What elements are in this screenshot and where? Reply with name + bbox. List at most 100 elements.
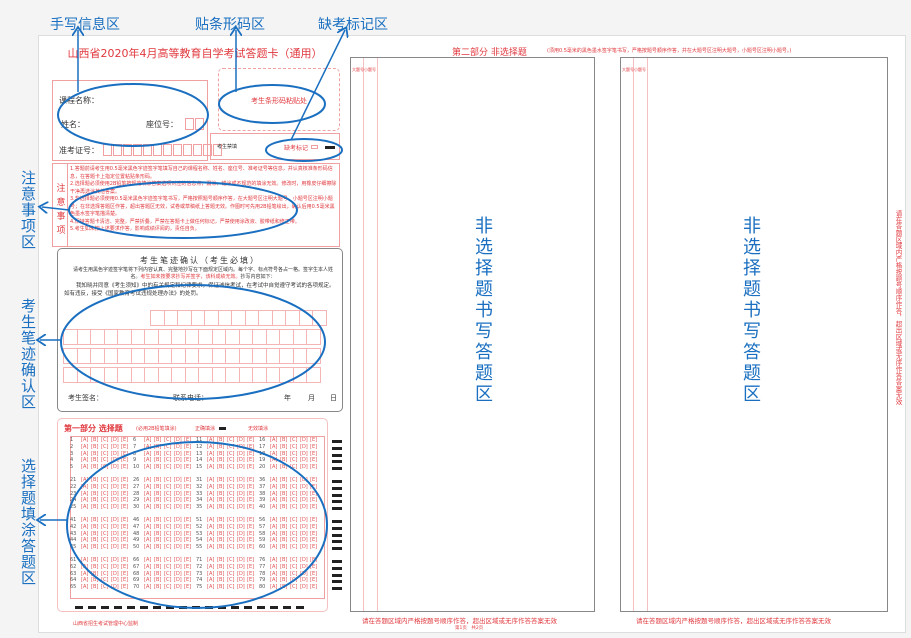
option-bubble[interactable]: [C]	[227, 483, 235, 490]
option-bubble[interactable]: [B]	[217, 563, 225, 570]
option-bubble[interactable]: [E]	[310, 556, 318, 563]
option-bubble[interactable]: [A]	[207, 483, 215, 490]
option-bubble[interactable]: [E]	[310, 497, 318, 504]
option-bubble[interactable]: [D]	[174, 457, 182, 464]
option-bubble[interactable]: [A]	[270, 584, 278, 591]
option-bubble[interactable]: [A]	[270, 577, 278, 584]
option-bubble[interactable]: [D]	[111, 523, 119, 530]
option-bubble[interactable]: [E]	[247, 464, 255, 471]
option-bubble[interactable]: [B]	[217, 497, 225, 504]
option-bubble[interactable]: [D]	[300, 584, 308, 591]
option-bubble[interactable]: [D]	[174, 497, 182, 504]
option-bubble[interactable]: [E]	[184, 483, 192, 490]
option-bubble[interactable]: [D]	[300, 437, 308, 443]
option-bubble[interactable]: [A]	[270, 556, 278, 563]
option-bubble[interactable]: [C]	[101, 530, 109, 537]
option-bubble[interactable]: [C]	[227, 464, 235, 471]
option-bubble[interactable]: [E]	[121, 504, 129, 511]
exam-id-cell[interactable]	[133, 144, 142, 156]
option-bubble[interactable]: [C]	[164, 476, 172, 483]
option-bubble[interactable]: [C]	[227, 443, 235, 450]
option-bubble[interactable]: [D]	[174, 476, 182, 483]
option-bubble[interactable]: [C]	[227, 490, 235, 497]
option-bubble[interactable]: [A]	[207, 476, 215, 483]
option-bubble[interactable]: [D]	[111, 516, 119, 523]
option-bubble[interactable]: [D]	[174, 450, 182, 457]
option-bubble[interactable]: [C]	[290, 497, 298, 504]
option-bubble[interactable]: [E]	[247, 476, 255, 483]
option-bubble[interactable]: [A]	[207, 556, 215, 563]
option-bubble[interactable]: [D]	[300, 483, 308, 490]
option-bubble[interactable]: [C]	[227, 577, 235, 584]
option-bubble[interactable]: [B]	[217, 443, 225, 450]
option-bubble[interactable]: [E]	[121, 523, 129, 530]
option-bubble[interactable]: [A]	[207, 544, 215, 551]
option-bubble[interactable]: [B]	[154, 530, 162, 537]
option-bubble[interactable]: [D]	[300, 476, 308, 483]
option-bubble[interactable]: [C]	[164, 450, 172, 457]
option-bubble[interactable]: [D]	[237, 457, 245, 464]
option-bubble[interactable]: [C]	[164, 577, 172, 584]
option-bubble[interactable]: [C]	[164, 523, 172, 530]
option-bubble[interactable]: [A]	[81, 457, 89, 464]
option-bubble[interactable]: [E]	[310, 476, 318, 483]
option-bubble[interactable]: [B]	[154, 437, 162, 443]
option-bubble[interactable]: [B]	[280, 437, 288, 443]
option-bubble[interactable]: [E]	[184, 570, 192, 577]
option-bubble[interactable]: [B]	[280, 497, 288, 504]
option-bubble[interactable]: [D]	[174, 490, 182, 497]
option-bubble[interactable]: [D]	[111, 544, 119, 551]
option-bubble[interactable]: [D]	[300, 556, 308, 563]
answer-panel-2[interactable]: 大题号小题号 非选择题书写答题区	[620, 57, 888, 612]
option-bubble[interactable]: [B]	[91, 537, 99, 544]
option-bubble[interactable]: [C]	[101, 577, 109, 584]
absence-checkbox[interactable]	[311, 145, 318, 149]
option-bubble[interactable]: [B]	[280, 483, 288, 490]
option-bubble[interactable]: [D]	[174, 464, 182, 471]
option-bubble[interactable]: [A]	[81, 504, 89, 511]
option-bubble[interactable]: [B]	[91, 544, 99, 551]
option-bubble[interactable]: [B]	[280, 577, 288, 584]
option-bubble[interactable]: [E]	[121, 556, 129, 563]
option-bubble[interactable]: [D]	[174, 556, 182, 563]
option-bubble[interactable]: [E]	[184, 437, 192, 443]
option-bubble[interactable]: [A]	[144, 563, 152, 570]
option-bubble[interactable]: [B]	[154, 516, 162, 523]
option-bubble[interactable]: [B]	[280, 563, 288, 570]
option-bubble[interactable]: [A]	[270, 523, 278, 530]
option-bubble[interactable]: [B]	[217, 584, 225, 591]
option-bubble[interactable]: [C]	[164, 504, 172, 511]
option-bubble[interactable]: [B]	[91, 523, 99, 530]
option-bubble[interactable]: [B]	[217, 570, 225, 577]
option-bubble[interactable]: [E]	[247, 563, 255, 570]
option-bubble[interactable]: [D]	[237, 523, 245, 530]
option-bubble[interactable]: [A]	[144, 504, 152, 511]
option-bubble[interactable]: [B]	[91, 497, 99, 504]
option-bubble[interactable]: [A]	[81, 556, 89, 563]
option-bubble[interactable]: [D]	[237, 464, 245, 471]
option-bubble[interactable]: [B]	[217, 556, 225, 563]
option-bubble[interactable]: [E]	[310, 537, 318, 544]
option-bubble[interactable]: [D]	[237, 450, 245, 457]
option-bubble[interactable]: [B]	[217, 450, 225, 457]
option-bubble[interactable]: [A]	[270, 443, 278, 450]
option-bubble[interactable]: [D]	[300, 457, 308, 464]
option-bubble[interactable]: [D]	[300, 537, 308, 544]
option-bubble[interactable]: [D]	[111, 464, 119, 471]
exam-id-cell[interactable]	[173, 144, 182, 156]
option-bubble[interactable]: [B]	[280, 457, 288, 464]
option-bubble[interactable]: [C]	[164, 497, 172, 504]
option-bubble[interactable]: [D]	[111, 483, 119, 490]
option-bubble[interactable]: [A]	[81, 530, 89, 537]
option-bubble[interactable]: [D]	[300, 523, 308, 530]
option-bubble[interactable]: [A]	[270, 537, 278, 544]
exam-id-cell[interactable]	[203, 144, 212, 156]
option-bubble[interactable]: [B]	[154, 537, 162, 544]
option-bubble[interactable]: [C]	[227, 476, 235, 483]
option-bubble[interactable]: [E]	[310, 457, 318, 464]
option-bubble[interactable]: [D]	[111, 530, 119, 537]
option-bubble[interactable]: [D]	[174, 530, 182, 537]
option-bubble[interactable]: [C]	[290, 476, 298, 483]
option-bubble[interactable]: [C]	[101, 523, 109, 530]
option-bubble[interactable]: [B]	[217, 577, 225, 584]
